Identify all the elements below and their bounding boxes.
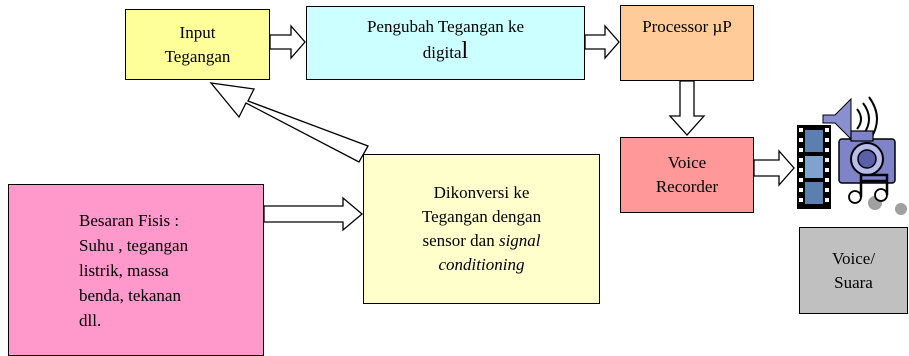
adc-label-line2: digita	[422, 43, 462, 62]
converter-line4: conditioning	[438, 255, 525, 274]
physical-line2: Suhu , tegangan	[79, 235, 189, 255]
media-clipart-icon	[797, 96, 907, 215]
voice-output-box: Voice/ Suara	[799, 227, 908, 314]
arrow-input-to-adc	[269, 24, 306, 60]
recorder-label-line2: Recorder	[655, 177, 719, 196]
converter-line3-italic: signal	[498, 231, 541, 250]
adc-converter-box: Pengubah Tegangan ke digital	[306, 6, 585, 80]
input-label-line2: Tegangan	[164, 46, 231, 66]
input-label-line1: Input	[179, 22, 216, 42]
input-tegangan-box: Input Tegangan	[125, 9, 270, 80]
arrow-recorder-to-output	[753, 149, 795, 187]
arrow-processor-to-recorder	[668, 80, 706, 136]
physical-line1: Besaran Fisis :	[79, 210, 180, 230]
processor-label: Processor µP	[642, 17, 732, 36]
adc-label-line1: Pengubah Tegangan ke	[366, 17, 525, 36]
arrow-converter-to-input	[209, 82, 369, 163]
physical-line4: benda, tekanan	[79, 285, 181, 305]
physical-line3: listrik, massa	[79, 260, 169, 280]
physical-quantity-box: Besaran Fisis : Suhu , tegangan listrik,…	[8, 184, 264, 356]
processor-box: Processor µP	[620, 5, 754, 81]
adc-label-line2-tail: l	[461, 38, 469, 64]
arrow-physical-to-converter	[263, 196, 364, 232]
converter-line2: Tegangan dengan	[421, 207, 542, 226]
converter-line3: sensor dan	[422, 231, 499, 250]
recorder-label-line1: Voice	[667, 153, 707, 172]
output-line1: Voice/	[831, 248, 876, 268]
converter-line1: Dikonversi ke	[433, 183, 530, 202]
voice-recorder-box: Voice Recorder	[620, 137, 754, 213]
output-line2: Suara	[834, 272, 873, 292]
physical-line5: dll.	[79, 310, 102, 330]
arrow-adc-to-processor	[584, 24, 620, 60]
converter-box: Dikonversi ke Tegangan dengan sensor dan…	[363, 154, 600, 304]
